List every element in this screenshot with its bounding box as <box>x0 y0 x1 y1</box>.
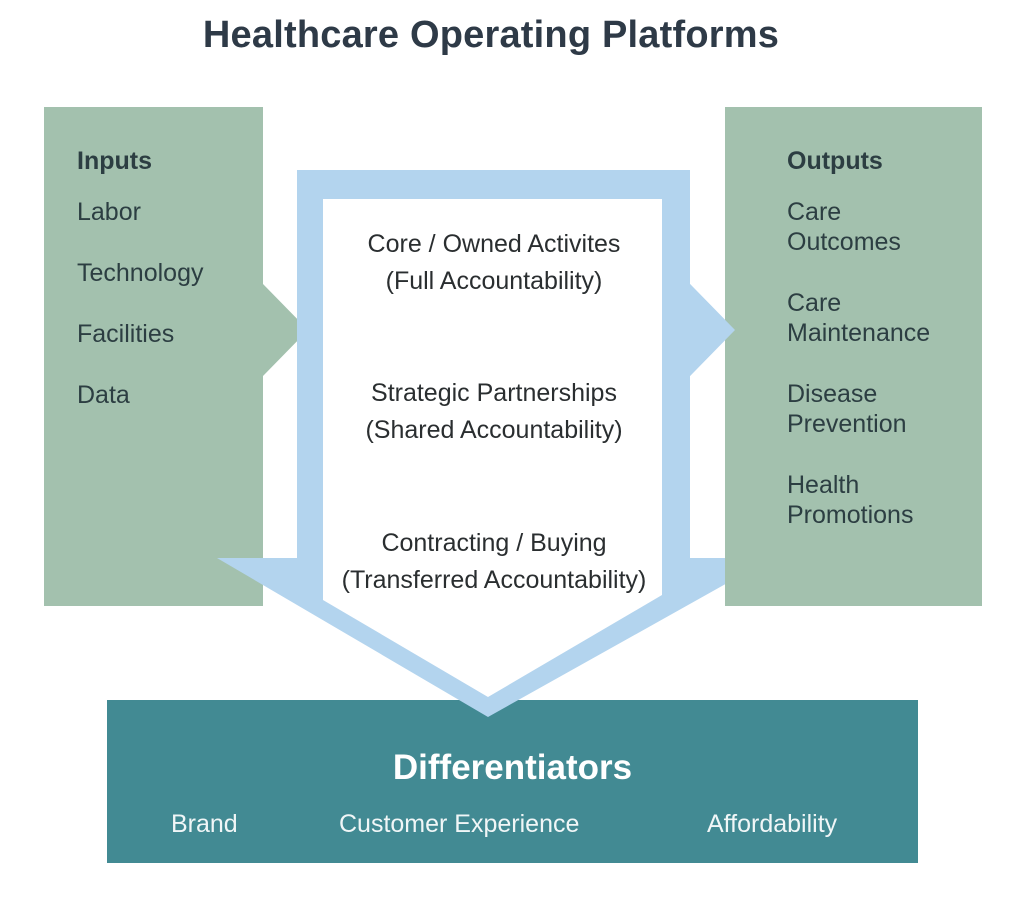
center-item-title: Strategic Partnerships <box>371 379 617 407</box>
input-item: Data <box>77 381 130 409</box>
center-item-subtitle: (Full Accountability) <box>385 267 603 295</box>
center-item-subtitle: (Shared Accountability) <box>365 416 623 444</box>
input-item: Technology <box>77 259 204 287</box>
outputs-heading: Outputs <box>787 147 883 175</box>
center-item-contracting: Contracting / Buying (Transferred Accoun… <box>300 525 688 599</box>
center-item-subtitle: (Transferred Accountability) <box>341 566 647 594</box>
arrow-to-outputs-icon <box>690 284 735 376</box>
inputs-panel-arrow <box>44 107 308 606</box>
differentiators-panel <box>107 700 918 863</box>
outputs-column: Outputs Care Outcomes Care Maintenance D… <box>787 146 930 561</box>
differentiator-brand: Brand <box>171 810 238 838</box>
output-item: Care Maintenance <box>787 289 931 347</box>
center-item-core: Core / Owned Activites (Full Accountabil… <box>300 226 688 300</box>
center-item-title: Contracting / Buying <box>381 529 607 557</box>
output-item: Care Outcomes <box>787 198 901 256</box>
output-item: Disease Prevention <box>787 380 907 438</box>
center-item-title: Core / Owned Activites <box>367 230 621 258</box>
differentiator-affordability: Affordability <box>707 810 838 838</box>
input-item: Facilities <box>77 320 175 348</box>
input-item: Labor <box>77 198 141 226</box>
inputs-heading: Inputs <box>77 147 152 175</box>
differentiator-customer-experience: Customer Experience <box>339 810 580 838</box>
outputs-panel <box>725 107 982 606</box>
inputs-column: Inputs Labor Technology Facilities Data <box>77 146 203 441</box>
process-arrow-interior <box>323 199 662 697</box>
output-item: Health Promotions <box>787 471 914 529</box>
diagram-title: Healthcare Operating Platforms <box>202 14 780 56</box>
center-item-partnerships: Strategic Partnerships (Shared Accountab… <box>300 375 688 449</box>
differentiators-heading: Differentiators <box>392 748 633 787</box>
